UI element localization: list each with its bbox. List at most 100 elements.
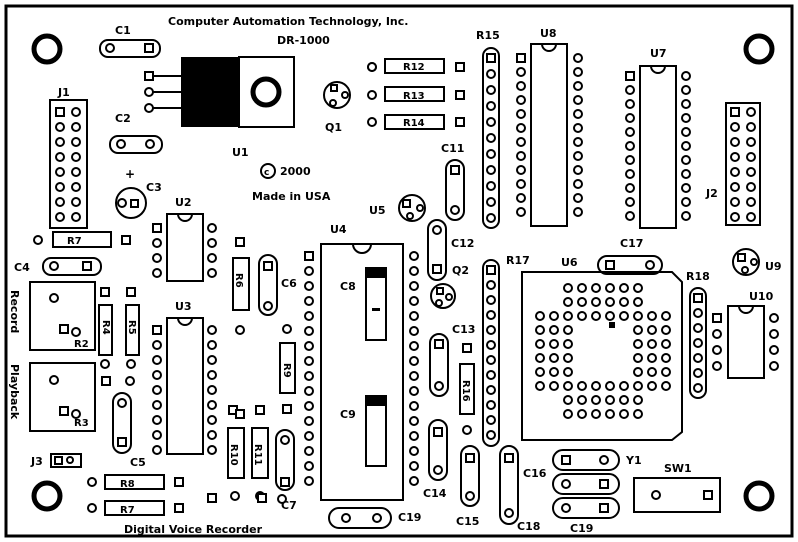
u4-pin <box>409 296 419 306</box>
mounting-hole-bottom-right <box>743 480 775 512</box>
u7-pin <box>625 197 635 207</box>
label-u2: U2 <box>175 196 192 209</box>
u6-pin <box>619 283 629 293</box>
u7-pin <box>625 71 635 81</box>
r17-pin <box>486 415 496 425</box>
r17-pin <box>486 430 496 440</box>
capacitor-c2: C2 <box>109 112 163 154</box>
r15-pin <box>486 197 496 207</box>
label-c18: C18 <box>517 520 540 533</box>
resistor-r14: R14 <box>367 114 465 130</box>
label-u7: U7 <box>650 47 667 60</box>
capacitor-c1: C1 <box>99 24 161 58</box>
u7-pin <box>681 71 691 81</box>
u6-pin <box>605 297 615 307</box>
u3-pin <box>207 445 217 455</box>
j2-pin <box>730 122 740 132</box>
label-u8: U8 <box>540 27 557 40</box>
label-y1: Y1 <box>625 454 642 467</box>
u7-pin <box>625 127 635 137</box>
u6-pin <box>647 339 657 349</box>
crystal-y1: Y1 <box>552 449 642 471</box>
u3-pin <box>207 385 217 395</box>
capacitor-c17: C17 <box>597 237 663 275</box>
u6-pin <box>661 353 671 363</box>
r17-pin <box>486 340 496 350</box>
label-c19-bottom: C19 <box>398 511 421 524</box>
ic-u10: U10 <box>712 290 779 379</box>
u6-pin <box>647 367 657 377</box>
product-name: Digital Voice Recorder <box>124 523 263 536</box>
r15-pin <box>486 213 496 223</box>
u6-pin <box>605 409 615 419</box>
u6-pin <box>535 381 545 391</box>
copyright-year: 2000 <box>280 165 311 178</box>
u6-pin <box>633 325 643 335</box>
u7-pin <box>681 127 691 137</box>
u6-pin <box>633 339 643 349</box>
u4-pin <box>409 431 419 441</box>
capacitor-c6: C6 <box>258 254 297 316</box>
u10-pin <box>712 313 722 323</box>
u8-pin <box>573 207 583 217</box>
u6-pin <box>605 381 615 391</box>
r18-pin <box>693 383 703 393</box>
u8-pin <box>516 179 526 189</box>
u3-pin <box>152 340 162 350</box>
u10-pin <box>712 345 722 355</box>
u2-pin <box>152 223 162 233</box>
via-pads <box>101 62 377 504</box>
capacitor-c11: C11 <box>441 142 465 221</box>
label-c8: C8 <box>340 280 356 293</box>
u3-pin <box>207 430 217 440</box>
u4-pin <box>409 371 419 381</box>
u4-pin <box>304 296 314 306</box>
r17-pin <box>486 400 496 410</box>
label-c9: C9 <box>340 408 356 421</box>
r18-pin <box>693 338 703 348</box>
r17-pin <box>486 325 496 335</box>
label-c19-right: C19 <box>570 522 593 535</box>
ic-u7: U7 <box>625 47 691 229</box>
u6-pin <box>661 367 671 377</box>
u7-pin <box>625 211 635 221</box>
u6-pin <box>647 311 657 321</box>
label-r3: R3 <box>74 418 89 429</box>
c3-polarity-mark: + <box>125 167 135 181</box>
label-c4: C4 <box>14 261 30 274</box>
u2-pin <box>152 253 162 263</box>
u8-pin <box>573 123 583 133</box>
capacitor-c3: + C3 <box>115 167 162 219</box>
u7-pin <box>625 113 635 123</box>
j1-pin <box>71 182 81 192</box>
label-u5: U5 <box>369 204 386 217</box>
u6-pin <box>591 283 601 293</box>
u2-pin <box>152 268 162 278</box>
j1-pin <box>55 107 65 117</box>
u4-pin <box>304 341 314 351</box>
u4-pin <box>304 266 314 276</box>
u8-pin <box>516 207 526 217</box>
u6-pin <box>563 409 573 419</box>
r15-pin <box>486 101 496 111</box>
label-c16: C16 <box>523 467 547 480</box>
r18-pin <box>693 308 703 318</box>
transistor-u9: U9 <box>732 248 782 276</box>
u6-pin <box>605 311 615 321</box>
u2-pin <box>207 223 217 233</box>
label-q1: Q1 <box>325 121 342 134</box>
u4-pin <box>409 251 419 261</box>
u6-pin <box>661 381 671 391</box>
r18-pin <box>693 353 703 363</box>
u10-pin <box>769 329 779 339</box>
made-in-usa: Made in USA <box>252 190 331 203</box>
u8-pin <box>516 67 526 77</box>
r15-pin <box>486 149 496 159</box>
mounting-hole-top-right <box>743 33 775 65</box>
u6-pin <box>619 395 629 405</box>
u3-pin <box>152 430 162 440</box>
u6-pin <box>535 311 545 321</box>
r15-pin <box>486 69 496 79</box>
u7-pin <box>625 155 635 165</box>
